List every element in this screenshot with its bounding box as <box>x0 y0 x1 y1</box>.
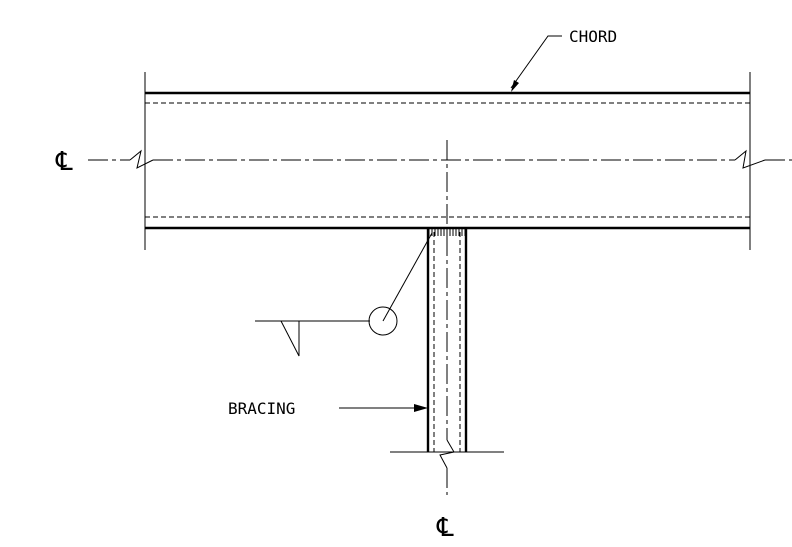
weld-symbol <box>255 232 433 357</box>
bracing-member <box>390 228 504 453</box>
bracing-leader-arrowhead <box>414 404 428 412</box>
bracing-centerline <box>439 140 455 495</box>
bracing-leader <box>339 404 428 412</box>
chord-left-break-symbol <box>129 149 154 169</box>
weld-all-around-icon <box>368 306 398 336</box>
fillet-weld-triangle-icon <box>280 320 300 357</box>
chord-label: CHORD <box>569 27 617 46</box>
chord-leader-arrowhead <box>511 80 519 92</box>
bracing-break-symbol <box>439 439 455 469</box>
chord-centerline <box>88 149 792 169</box>
chord-right-break-symbol <box>734 149 766 169</box>
chord-leader <box>510 35 562 92</box>
chord-centerline-symbol: ℄ <box>55 147 73 177</box>
bracing-label: BRACING <box>228 399 295 418</box>
weld-arrow-leader <box>382 232 433 322</box>
bracing-centerline-symbol: ℄ <box>436 513 454 543</box>
chord-member <box>144 72 751 250</box>
weld-hatching <box>428 229 466 236</box>
